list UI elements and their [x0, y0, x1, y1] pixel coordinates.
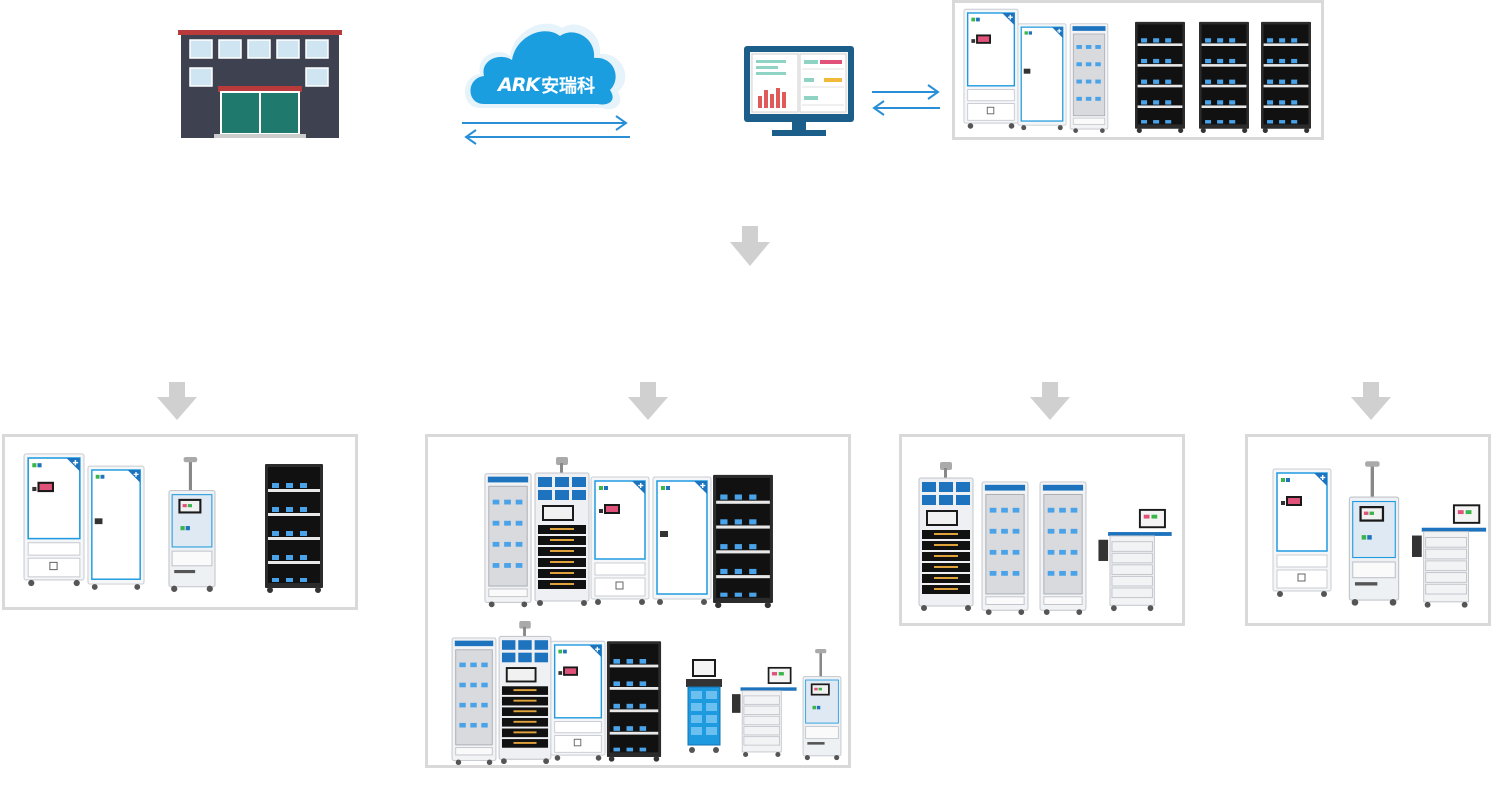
- monitor-bidirectional-arrow-icon: [868, 82, 944, 116]
- open-shelf-unit: [265, 464, 323, 593]
- nurse-workstation-cart: [1098, 508, 1173, 612]
- management-monitor-icon: [742, 44, 856, 138]
- down-arrow-icon: [628, 382, 668, 420]
- glass-door-cabinet: [484, 473, 532, 608]
- cloud-logo-name: 安瑞科: [541, 76, 596, 97]
- open-shelf-unit: [1261, 21, 1311, 133]
- self-service-kiosk: [1348, 460, 1400, 607]
- glass-door-cabinet: [451, 637, 497, 765]
- cloud-logo-brand: ARK: [498, 74, 540, 96]
- smart-cabinet-with-kiosk: [23, 453, 85, 587]
- drawer-column-cabinet: [534, 456, 590, 607]
- drawer-column-cabinet: [918, 461, 974, 612]
- locked-door-cabinet: [87, 465, 145, 591]
- cloud-platform-icon: ARK 安瑞科: [462, 16, 632, 112]
- smart-cabinet-with-kiosk: [550, 640, 606, 762]
- drawer-column-cabinet: [498, 621, 552, 765]
- self-service-kiosk: [168, 457, 216, 593]
- hospital-building-icon: [178, 28, 342, 140]
- central-down-arrow-icon: [730, 226, 770, 266]
- bottom-set-4: [1245, 434, 1491, 626]
- bottom-set-3: [899, 434, 1185, 626]
- smart-cabinet-with-kiosk: [963, 8, 1019, 130]
- top-equipment-set: [952, 0, 1324, 140]
- open-shelf-unit: [713, 474, 773, 609]
- nurse-workstation-cart: [732, 666, 798, 758]
- cloud-logo: ARK 安瑞科: [498, 72, 608, 98]
- open-shelf-unit: [606, 641, 662, 762]
- self-service-kiosk: [802, 649, 842, 761]
- glass-door-cabinet: [1039, 481, 1087, 615]
- smart-cabinet-with-kiosk: [1272, 468, 1332, 598]
- open-shelf-unit: [1199, 21, 1249, 133]
- smart-cabinet-with-kiosk: [590, 476, 650, 606]
- down-arrow-icon: [1351, 382, 1391, 420]
- glass-door-cabinet: [981, 481, 1029, 615]
- locked-door-cabinet: [652, 476, 712, 606]
- down-arrow-icon: [157, 382, 197, 420]
- down-arrow-icon: [1030, 382, 1070, 420]
- nurse-workstation-cart: [1412, 503, 1487, 609]
- glass-door-cabinet: [1069, 23, 1109, 133]
- bottom-set-2: [425, 434, 851, 768]
- medication-cart: [686, 659, 722, 753]
- open-shelf-unit: [1135, 21, 1185, 133]
- bottom-set-1: [2, 434, 358, 610]
- cloud-bidirectional-arrow-icon: [458, 112, 634, 146]
- locked-door-cabinet: [1017, 23, 1067, 131]
